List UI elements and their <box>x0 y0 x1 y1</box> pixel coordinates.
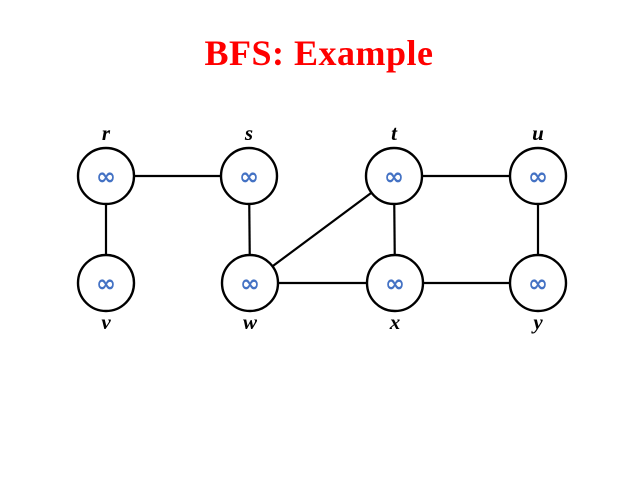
node-x-circle <box>365 253 425 313</box>
node-s-infinity-value: ∞ <box>239 163 259 191</box>
slide-title: BFS: Example <box>204 33 434 73</box>
node-v-label: v <box>101 310 111 334</box>
graph-node-s: ∞s <box>219 121 279 206</box>
graph-node-r: ∞r <box>76 121 136 206</box>
node-w-label: w <box>243 310 258 334</box>
node-v-infinity-value: ∞ <box>96 270 116 298</box>
node-x-infinity-value: ∞ <box>385 270 405 298</box>
edge-t-w <box>249 175 395 284</box>
node-s-circle <box>219 146 279 206</box>
node-y-label: y <box>530 310 543 334</box>
node-w-circle <box>220 253 280 313</box>
node-y-circle <box>508 253 568 313</box>
node-s-label: s <box>244 121 253 145</box>
node-r-label: r <box>102 121 111 145</box>
graph-node-x: ∞x <box>365 253 425 334</box>
node-t-label: t <box>391 121 398 145</box>
node-u-circle <box>508 146 568 206</box>
node-x-label: x <box>389 310 401 334</box>
graph-node-y: ∞y <box>508 253 568 334</box>
graph-node-v: ∞v <box>76 253 136 334</box>
node-u-infinity-value: ∞ <box>528 163 548 191</box>
graph-node-t: ∞t <box>364 121 424 206</box>
node-t-infinity-value: ∞ <box>384 163 404 191</box>
graph-node-w: ∞w <box>220 253 280 334</box>
node-y-infinity-value: ∞ <box>528 270 548 298</box>
node-r-infinity-value: ∞ <box>96 163 116 191</box>
graph-node-u: ∞u <box>508 121 568 206</box>
node-w-infinity-value: ∞ <box>240 270 260 298</box>
node-t-circle <box>364 146 424 206</box>
node-u-label: u <box>532 121 544 145</box>
node-v-circle <box>76 253 136 313</box>
node-r-circle <box>76 146 136 206</box>
